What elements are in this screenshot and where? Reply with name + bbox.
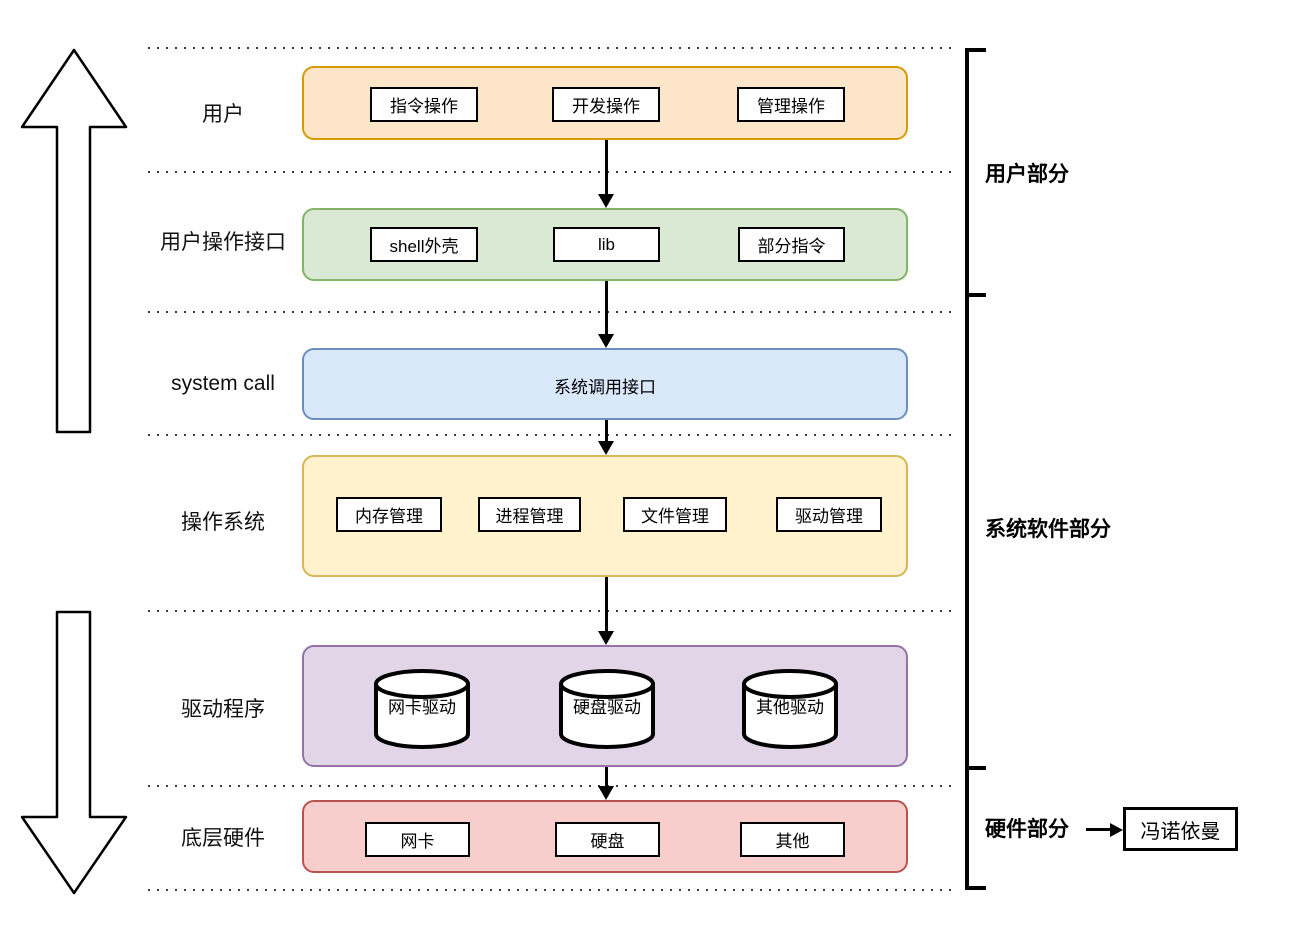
bracket-tick: [965, 48, 986, 52]
item-box: shell外壳: [370, 227, 478, 262]
connector-line: [1086, 828, 1111, 831]
section-label-user-part: 用户部分: [985, 163, 1069, 186]
item-box: 进程管理: [478, 497, 581, 532]
bracket-tick: [965, 886, 986, 890]
item-box: 网卡: [365, 822, 470, 857]
cylinder-label: 硬盘驱动: [573, 698, 641, 717]
separator-line: [148, 47, 956, 49]
separator-line: [148, 434, 956, 436]
item-box: lib: [553, 227, 660, 262]
item-box: 管理操作: [737, 87, 845, 122]
system-call-interface-label: 系统调用接口: [554, 378, 656, 397]
separator-line: [148, 610, 956, 612]
system-call-layer-box: [302, 348, 908, 420]
connector-line: [605, 577, 608, 631]
bracket-tick: [965, 293, 986, 297]
up-arrow-icon: [20, 48, 128, 434]
bracket-tick: [965, 766, 986, 770]
separator-line: [148, 311, 956, 313]
cylinder-icon: [742, 669, 838, 749]
separator-line: [148, 889, 956, 891]
connector-line: [605, 281, 608, 334]
separator-line: [148, 171, 956, 173]
arrowhead-down-icon: [598, 194, 614, 208]
section-label-system-software-part: 系统软件部分: [985, 518, 1111, 541]
connector-line: [605, 420, 608, 442]
row-label-drivers: 驱动程序: [181, 698, 265, 721]
arrowhead-right-icon: [1110, 823, 1123, 837]
separator-line: [148, 785, 956, 787]
item-box: 部分指令: [738, 227, 845, 262]
cylinder-icon: [559, 669, 655, 749]
row-label-user-interface: 用户操作接口: [160, 231, 286, 254]
item-box: 其他: [740, 822, 845, 857]
item-box: 指令操作: [370, 87, 478, 122]
arrowhead-down-icon: [598, 334, 614, 348]
row-label-hardware: 底层硬件: [181, 827, 265, 850]
row-label-os: 操作系统: [181, 511, 265, 534]
down-arrow-icon: [20, 610, 128, 895]
connector-line: [605, 140, 608, 196]
row-label-system-call: system call: [171, 372, 275, 395]
cylinder-label: 网卡驱动: [388, 698, 456, 717]
von-neumann-box: 冯诺依曼: [1123, 807, 1238, 851]
arrowhead-down-icon: [598, 441, 614, 455]
item-box: 开发操作: [552, 87, 660, 122]
item-box: 驱动管理: [776, 497, 882, 532]
item-box: 内存管理: [336, 497, 442, 532]
bracket-line: [965, 48, 969, 890]
arrowhead-down-icon: [598, 786, 614, 800]
arrowhead-down-icon: [598, 631, 614, 645]
row-label-user: 用户: [202, 103, 244, 126]
cylinder-label: 其他驱动: [756, 698, 824, 717]
connector-line: [605, 767, 608, 787]
item-box: 文件管理: [623, 497, 727, 532]
section-label-hardware-part: 硬件部分: [985, 818, 1069, 841]
cylinder-icon: [374, 669, 470, 749]
item-box: 硬盘: [555, 822, 660, 857]
